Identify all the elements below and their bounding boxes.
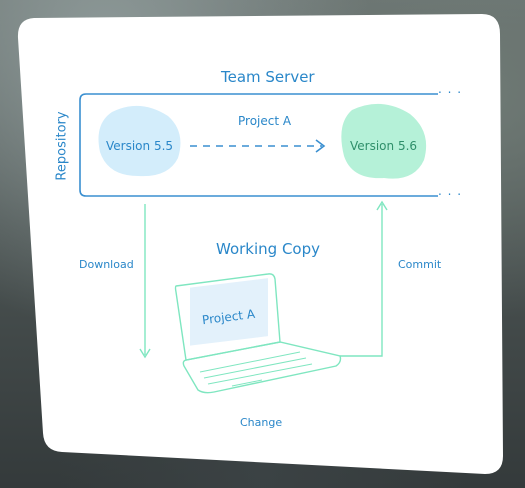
change-label: Change [240, 416, 283, 429]
commit-label: Commit [398, 258, 442, 271]
version-new-blob [341, 103, 427, 179]
version-arrow-head [315, 139, 326, 153]
version-old-label: Version 5.5 [106, 139, 174, 153]
version-old-blob [98, 105, 181, 177]
repository-box [79, 93, 438, 197]
download-label: Download [79, 258, 134, 271]
working-copy-title: Working Copy [216, 240, 320, 258]
commit-arrow [340, 204, 383, 357]
download-arrow-head [139, 348, 151, 359]
version-new-label: Version 5.6 [350, 139, 418, 153]
laptop-icon [174, 273, 342, 394]
repository-label: Repository [54, 111, 70, 181]
continuation-top: . . . [438, 82, 463, 96]
continuation-bottom: . . . [438, 184, 463, 198]
team-server-title: Team Server [221, 68, 315, 86]
project-label: Project A [238, 114, 292, 128]
commit-arrow-head [376, 200, 388, 211]
